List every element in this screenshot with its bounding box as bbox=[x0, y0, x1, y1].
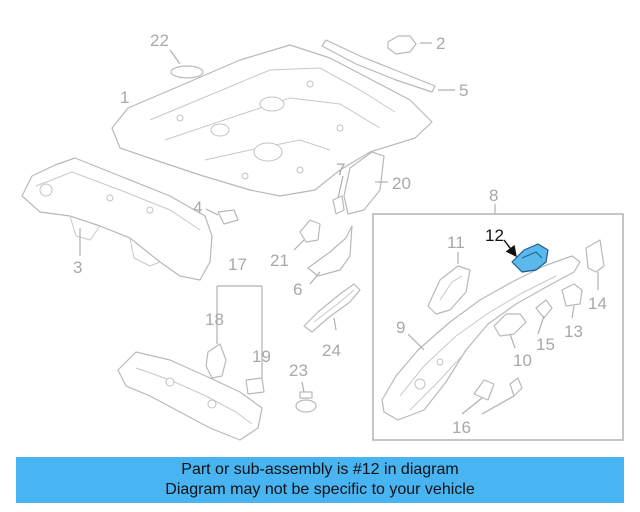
callout-17: 17 bbox=[228, 255, 247, 274]
part-23-plug bbox=[295, 381, 317, 413]
part-6-bracket bbox=[307, 225, 353, 285]
part-18-bracket bbox=[205, 343, 227, 379]
banner-line-part-number: Part or sub-assembly is #12 in diagram bbox=[181, 461, 459, 478]
callout-22: 22 bbox=[150, 31, 169, 50]
callout-16: 16 bbox=[452, 418, 471, 437]
callout-11: 11 bbox=[447, 233, 465, 252]
callout-2: 2 bbox=[436, 34, 445, 53]
part-22-patch bbox=[169, 49, 204, 79]
part-1-rear-floor-pan bbox=[111, 44, 433, 197]
part-3-rear-panel bbox=[21, 157, 213, 281]
part-2-mount bbox=[387, 35, 432, 55]
callout-numbers: 22 2 1 5 7 20 4 8 12 11 3 21 17 6 14 9 1… bbox=[73, 31, 607, 437]
part-21-clip bbox=[293, 219, 321, 251]
callout-14: 14 bbox=[588, 294, 607, 313]
part-24-reinforcement bbox=[303, 283, 361, 333]
banner-line-disclaimer: Diagram may not be specific to your vehi… bbox=[165, 481, 475, 498]
callout-24: 24 bbox=[322, 341, 341, 360]
part-20-pillar-bracket bbox=[343, 151, 388, 215]
part-8-inset bbox=[372, 204, 624, 441]
part-12-highlighted bbox=[503, 239, 549, 273]
part-17-crossmember-assembly bbox=[117, 285, 263, 441]
part-4-bracket bbox=[205, 208, 239, 225]
callout-13: 13 bbox=[564, 322, 583, 341]
info-banner: Part or sub-assembly is #12 in diagram D… bbox=[16, 457, 624, 503]
part-5-crossmember-rail bbox=[321, 39, 455, 93]
callout-18: 18 bbox=[205, 310, 224, 329]
parts-diagram: 22 2 1 5 7 20 4 8 12 11 3 21 17 6 14 9 1… bbox=[21, 31, 624, 441]
part-7-bracket bbox=[332, 175, 345, 215]
callout-20: 20 bbox=[392, 174, 411, 193]
callout-15: 15 bbox=[536, 335, 555, 354]
callout-8: 8 bbox=[489, 186, 498, 205]
callout-4: 4 bbox=[193, 198, 202, 217]
callout-7: 7 bbox=[336, 160, 345, 179]
part-19-bracket bbox=[245, 377, 265, 395]
callout-3: 3 bbox=[73, 258, 82, 277]
callout-6: 6 bbox=[293, 280, 302, 299]
callout-12: 12 bbox=[485, 226, 504, 245]
callout-21: 21 bbox=[270, 251, 289, 270]
callout-9: 9 bbox=[396, 318, 405, 337]
callout-10: 10 bbox=[513, 351, 532, 370]
callout-19: 19 bbox=[252, 347, 271, 366]
callout-1: 1 bbox=[120, 88, 129, 107]
callout-23: 23 bbox=[289, 361, 308, 380]
callout-5: 5 bbox=[459, 81, 468, 100]
